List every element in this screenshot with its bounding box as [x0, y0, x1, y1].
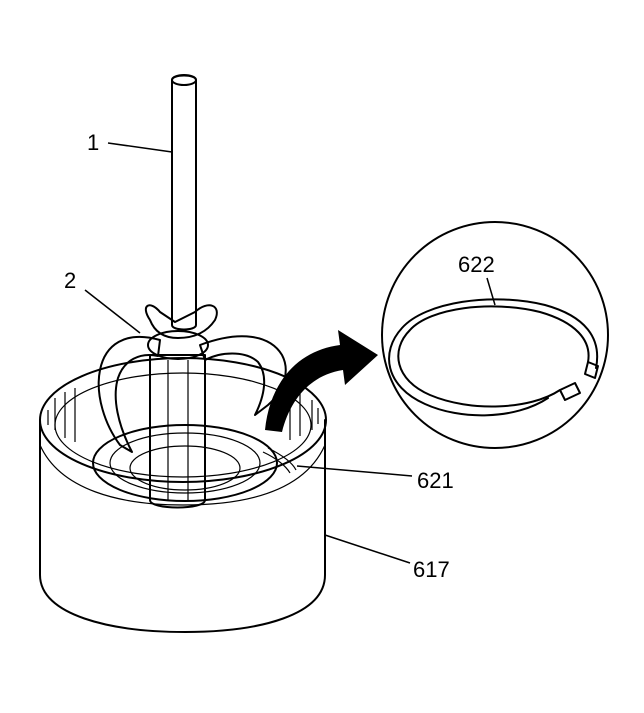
callout-622: 622 [458, 252, 495, 277]
threaded-rod-1 [171, 74, 197, 331]
leader-621 [296, 465, 413, 477]
leader-lines [84, 142, 496, 564]
housing-splines [47, 388, 319, 442]
spring-compressor-tool-2 [97, 304, 287, 509]
snap-ring-groove-621 [262, 447, 297, 474]
leader-1 [107, 142, 173, 153]
leader-622 [486, 277, 496, 306]
callout-621: 621 [417, 468, 454, 493]
callout-2: 2 [64, 268, 76, 293]
housing-617 [39, 357, 327, 633]
detail-arrow [265, 330, 378, 432]
detail-view-622 [381, 221, 609, 449]
callout-617: 617 [413, 557, 450, 582]
leader-617 [324, 534, 411, 564]
callout-1: 1 [87, 130, 99, 155]
leader-2 [84, 289, 141, 334]
